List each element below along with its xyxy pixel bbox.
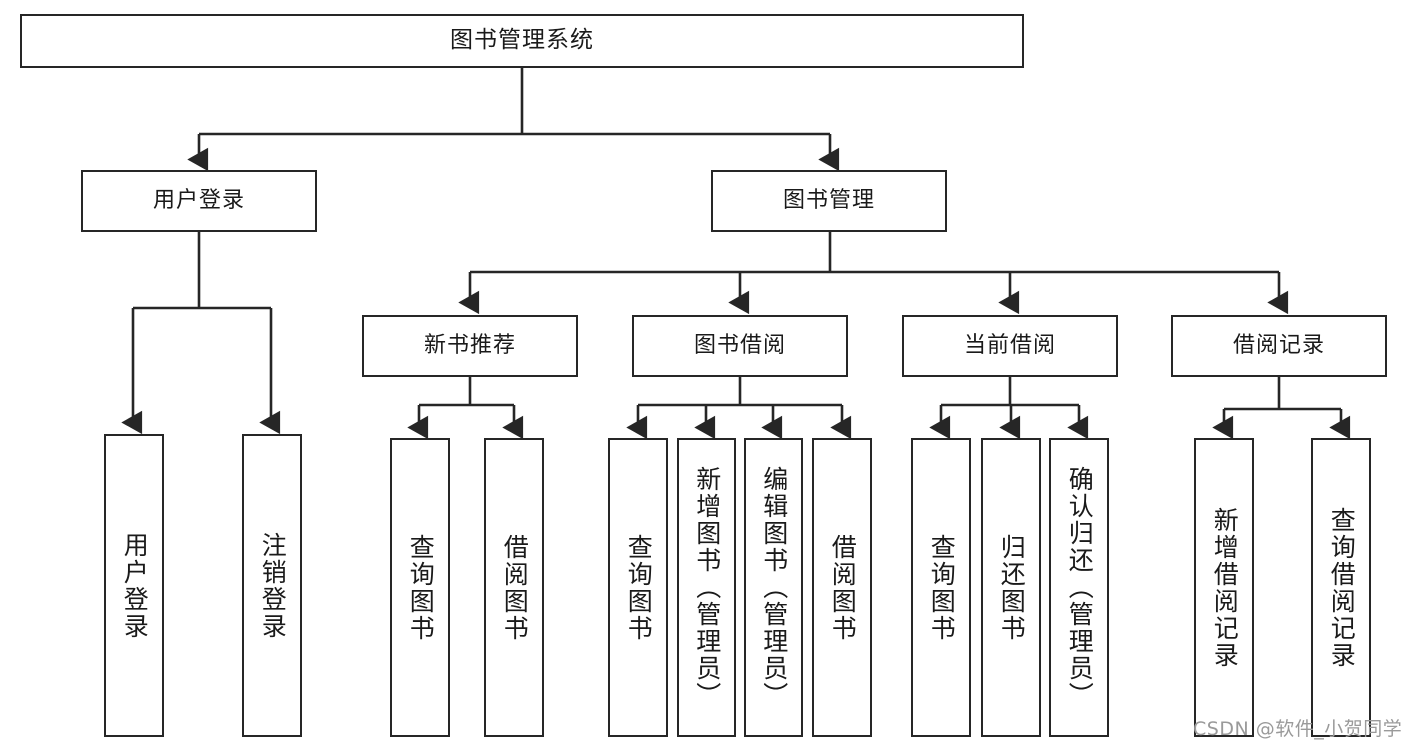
node-borrow-record[interactable]: 借阅记录 bbox=[1171, 315, 1387, 377]
node-new-book-recommend[interactable]: 新书推荐 bbox=[362, 315, 578, 377]
node-root-label: 图书管理系统 bbox=[450, 27, 594, 54]
node-book-management-label: 图书管理 bbox=[782, 187, 875, 213]
leaf-borrow-record-1-label: 新增借阅记录 bbox=[1210, 506, 1240, 669]
node-book-borrow[interactable]: 图书借阅 bbox=[632, 315, 848, 377]
leaf-current-borrow-2-label: 归还图书 bbox=[997, 533, 1027, 642]
node-borrow-record-label: 借阅记录 bbox=[1232, 332, 1325, 358]
leaf-current-borrow-3[interactable]: 确认归还（管理员） bbox=[1049, 438, 1109, 737]
leaf-current-borrow-1-label: 查询图书 bbox=[927, 533, 957, 642]
node-user-login-label: 用户登录 bbox=[152, 187, 245, 213]
leaf-book-borrow-4[interactable]: 借阅图书 bbox=[812, 438, 872, 737]
leaf-book-borrow-1[interactable]: 查询图书 bbox=[608, 438, 668, 737]
leaf-current-borrow-3-label: 确认归还（管理员） bbox=[1065, 466, 1095, 709]
node-current-borrow-label: 当前借阅 bbox=[963, 332, 1056, 358]
leaf-book-borrow-1-label: 查询图书 bbox=[624, 533, 654, 642]
node-current-borrow[interactable]: 当前借阅 bbox=[902, 315, 1118, 377]
leaf-book-borrow-3-label: 编辑图书（管理员） bbox=[759, 466, 789, 709]
leaf-new-book-1[interactable]: 查询图书 bbox=[390, 438, 450, 737]
leaf-borrow-record-1[interactable]: 新增借阅记录 bbox=[1194, 438, 1254, 737]
leaf-new-book-2[interactable]: 借阅图书 bbox=[484, 438, 544, 737]
node-user-login[interactable]: 用户登录 bbox=[81, 170, 317, 232]
leaf-borrow-record-2-label: 查询借阅记录 bbox=[1327, 506, 1357, 669]
watermark-text: CSDN @软件_小贺同学 bbox=[1193, 718, 1403, 740]
node-book-management[interactable]: 图书管理 bbox=[711, 170, 947, 232]
leaf-borrow-record-2[interactable]: 查询借阅记录 bbox=[1311, 438, 1371, 737]
node-new-book-recommend-label: 新书推荐 bbox=[423, 332, 516, 358]
node-book-borrow-label: 图书借阅 bbox=[693, 332, 786, 358]
leaf-user-login-2-label: 注销登录 bbox=[258, 531, 288, 640]
node-root[interactable]: 图书管理系统 bbox=[20, 14, 1024, 68]
leaf-user-login-2[interactable]: 注销登录 bbox=[242, 434, 302, 737]
leaf-book-borrow-2-label: 新增图书（管理员） bbox=[692, 466, 722, 709]
leaf-new-book-2-label: 借阅图书 bbox=[500, 533, 530, 642]
leaf-user-login-1[interactable]: 用户登录 bbox=[104, 434, 164, 737]
leaf-book-borrow-2[interactable]: 新增图书（管理员） bbox=[677, 438, 736, 737]
leaf-user-login-1-label: 用户登录 bbox=[120, 531, 150, 640]
leaf-current-borrow-2[interactable]: 归还图书 bbox=[981, 438, 1041, 737]
leaf-current-borrow-1[interactable]: 查询图书 bbox=[911, 438, 971, 737]
leaf-book-borrow-3[interactable]: 编辑图书（管理员） bbox=[744, 438, 803, 737]
leaf-book-borrow-4-label: 借阅图书 bbox=[828, 533, 858, 642]
leaf-new-book-1-label: 查询图书 bbox=[406, 533, 436, 642]
